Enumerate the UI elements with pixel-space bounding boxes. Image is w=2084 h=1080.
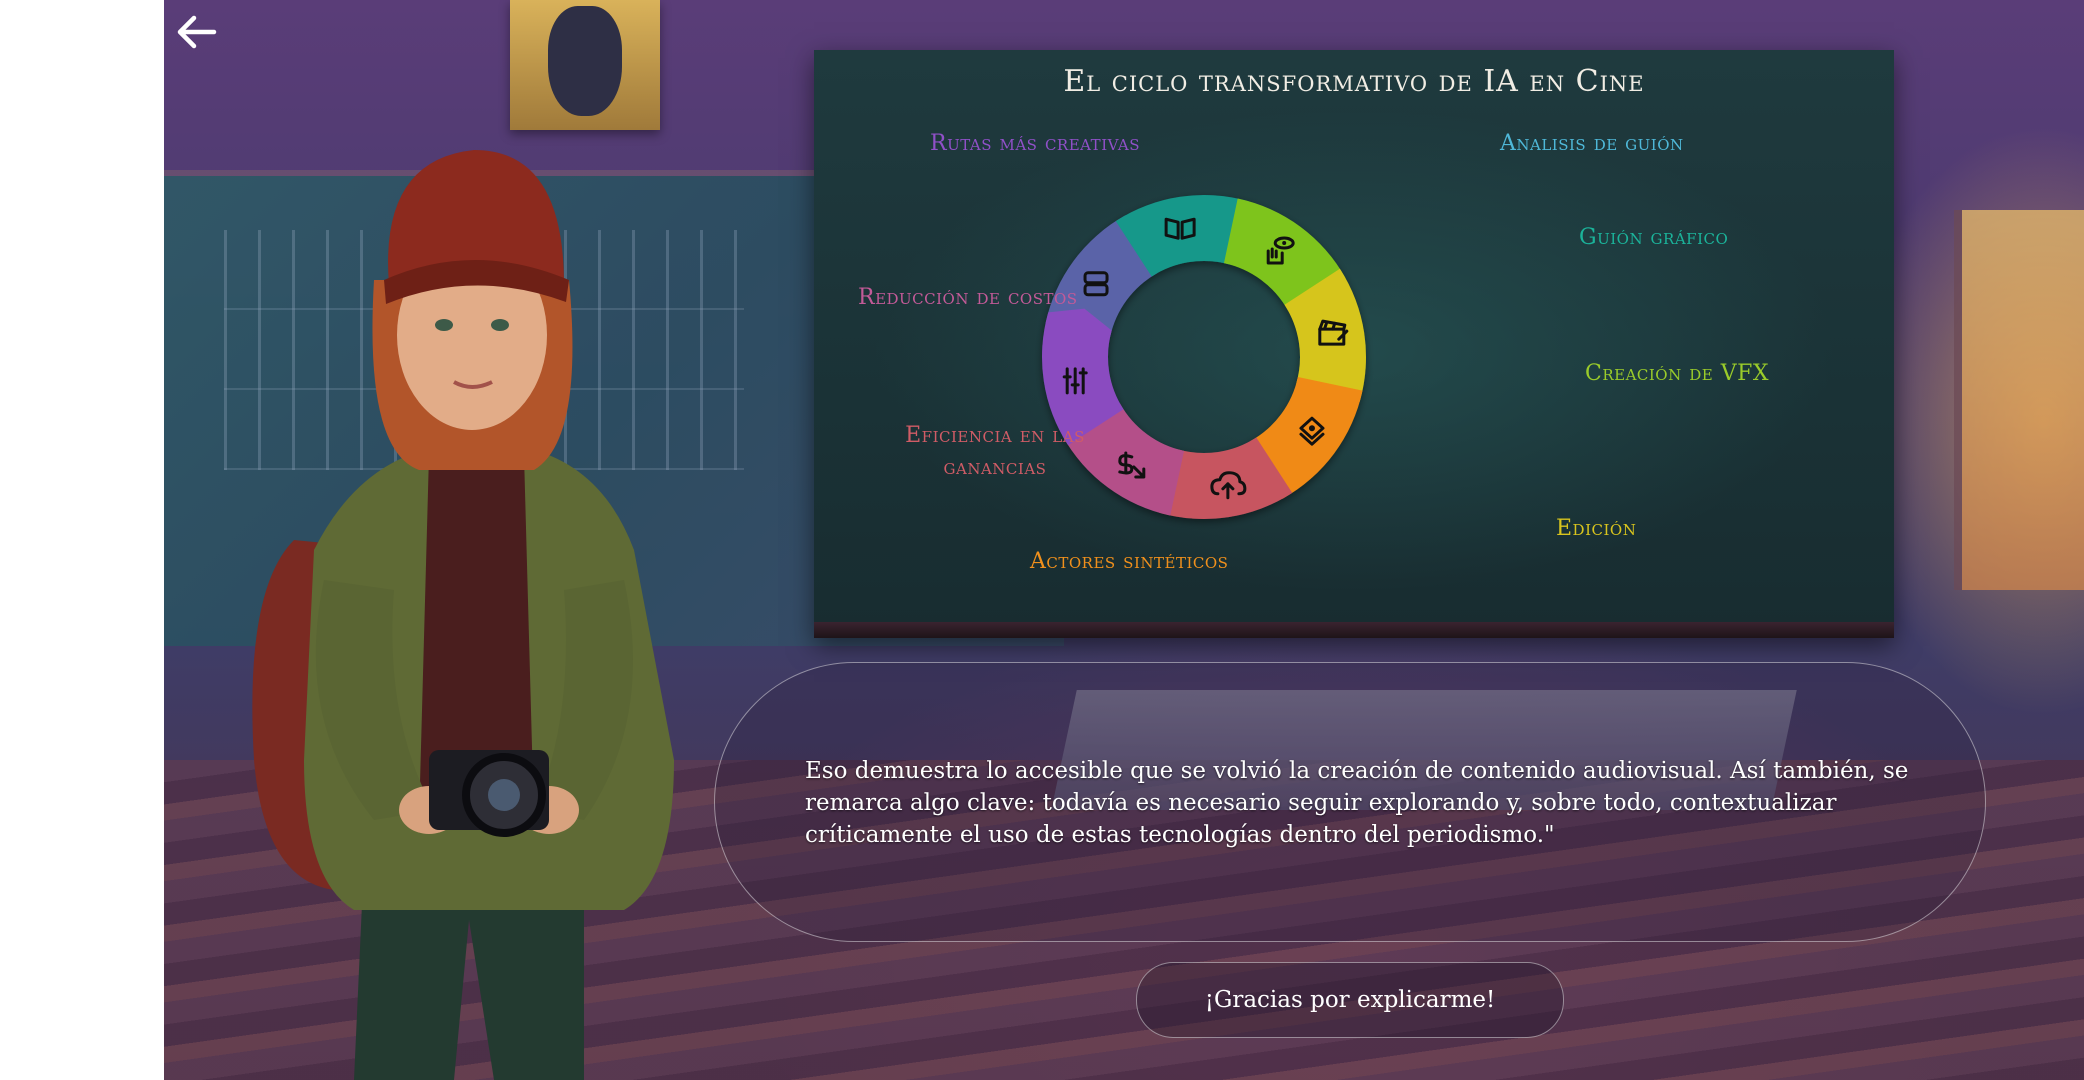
ring-segment <box>1155 437 1293 519</box>
segment-label-edicion: Edición <box>1556 516 1637 541</box>
reply-button[interactable]: ¡Gracias por explicarme! <box>1136 962 1564 1038</box>
ring-segment <box>1284 268 1366 406</box>
ring-segment <box>1062 403 1185 516</box>
arrow-left-icon <box>177 15 217 49</box>
segment-label-reduccion: Reducción de costos <box>858 285 1078 310</box>
segment-label-guion-grafico: Guión gráfico <box>1579 225 1729 250</box>
layers-badge-icon <box>1299 416 1325 446</box>
segment-label-analisis: Analisis de guión <box>1500 131 1684 156</box>
segment-label-vfx: Creación de VFX <box>1585 361 1770 386</box>
wall-poster <box>510 0 660 130</box>
segment-label-rutas: Rutas más creativas <box>930 131 1141 156</box>
character-photographer <box>252 150 674 1080</box>
hand-eye-icon <box>1266 236 1295 265</box>
cloud-upload-icon <box>1210 471 1247 500</box>
ai-cycle-ring <box>1042 195 1366 519</box>
dialog-text: Eso demuestra lo accesible que se volvió… <box>805 758 1909 848</box>
dialog-box: Eso demuestra lo accesible que se volvió… <box>714 662 1986 942</box>
board-ledge <box>814 622 1894 638</box>
infographic-title: El ciclo transformativo de IA en Cine <box>1063 64 1645 99</box>
clapperboard-icon <box>1318 319 1349 346</box>
sliders-icon <box>1062 367 1088 395</box>
segment-label-actores: Actores sintéticos <box>1030 549 1229 574</box>
open-book-icon <box>1164 217 1196 240</box>
ring-segment <box>1115 195 1253 277</box>
back-button[interactable] <box>168 6 224 58</box>
dollar-arrow-icon <box>1118 451 1146 479</box>
infographic-board: El ciclo transformativo de IA en Cine An… <box>814 50 1894 638</box>
segment-label-eficiencia: Eficiencia en las ganancias <box>905 423 1085 480</box>
ring-segment <box>1045 215 1158 338</box>
ring-segment <box>1223 198 1346 311</box>
window-light <box>1954 210 2084 590</box>
robot-icon <box>1083 271 1109 297</box>
